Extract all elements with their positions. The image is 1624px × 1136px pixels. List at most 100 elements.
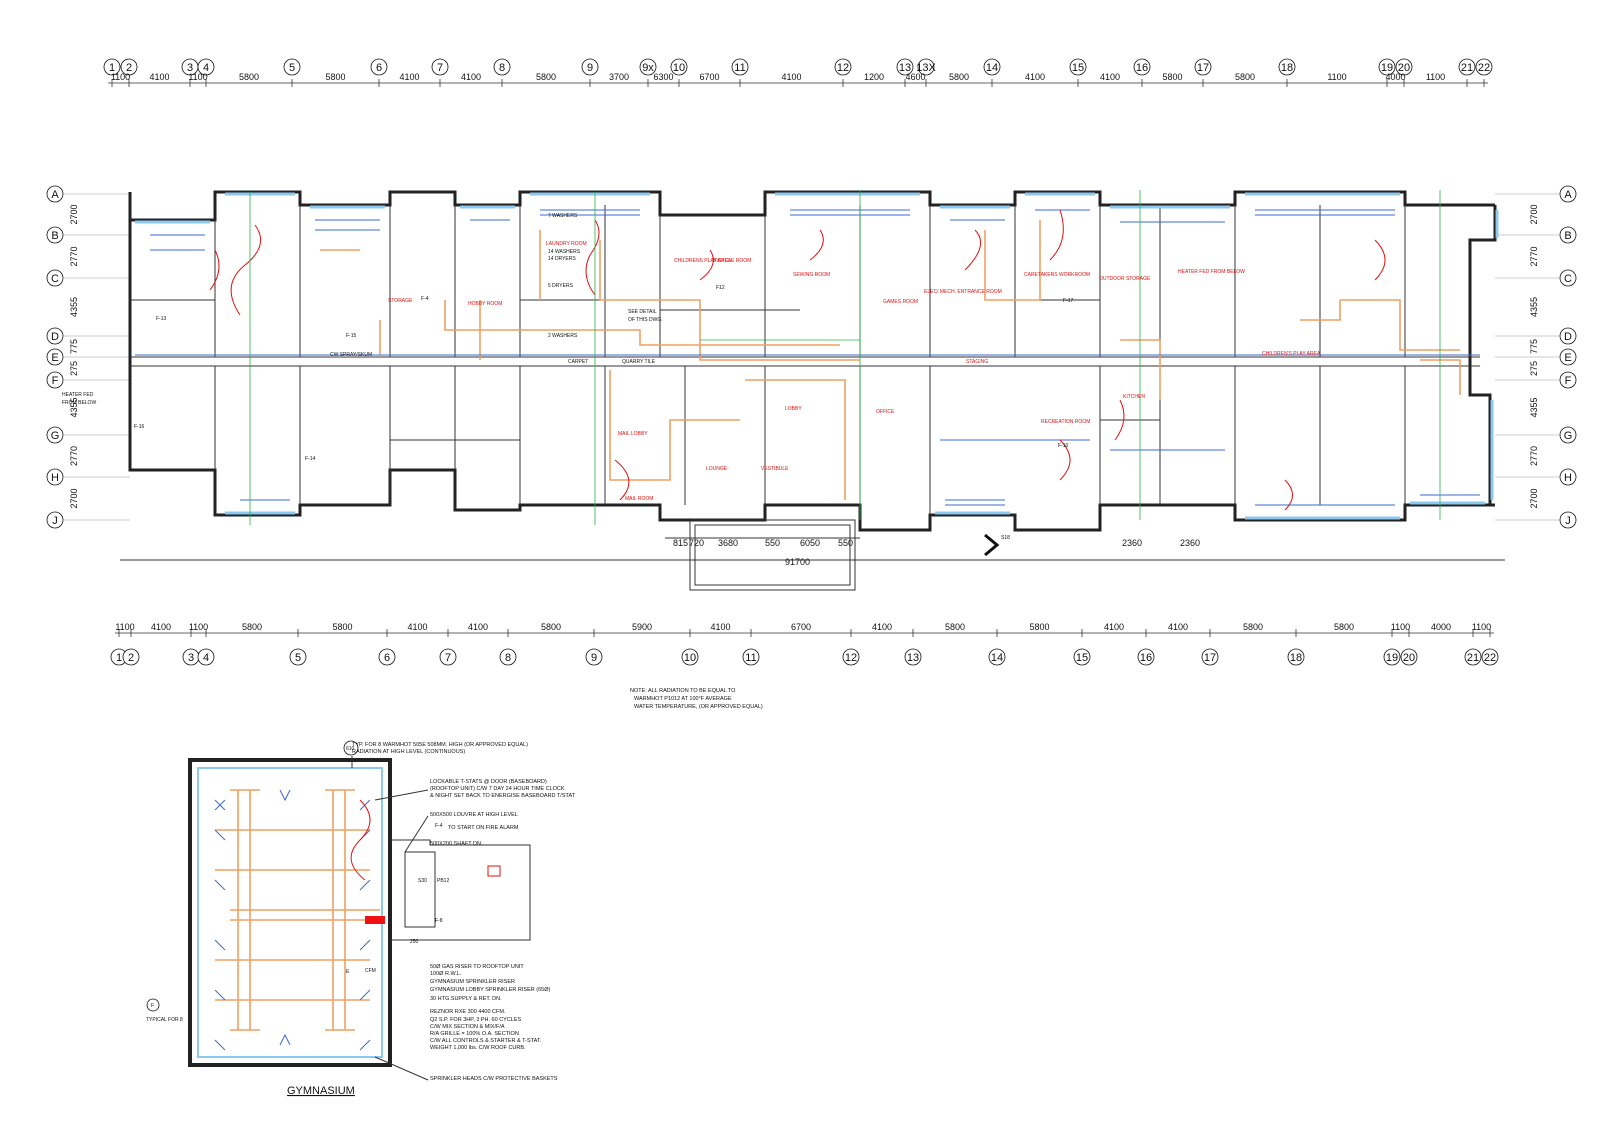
grid-bubble-18	[1287, 648, 1305, 666]
grid-dimension: 4100	[1104, 622, 1124, 632]
row-bubble-G	[1559, 426, 1577, 444]
svg-text:E: E	[346, 969, 350, 975]
grid-bubble-19	[1383, 648, 1401, 666]
grid-dimension: 5800	[945, 622, 965, 632]
svg-text:50Ø GAS RISER TO ROOFTOP UNIT: 50Ø GAS RISER TO ROOFTOP UNIT	[430, 964, 524, 970]
grid-label: 18	[1290, 652, 1302, 664]
grid-label: 15	[1072, 62, 1084, 74]
grid-label: 16	[1140, 652, 1152, 664]
grid-dimension: 1100	[189, 622, 208, 632]
row-dimension: 775	[1529, 339, 1539, 354]
grid-dimension: 4000	[1431, 622, 1451, 632]
grid-dimension: 1100	[115, 622, 134, 632]
room-lounge: LOUNGE	[706, 466, 728, 472]
grid-dimension: 6700	[791, 622, 811, 632]
grid-bubble-10	[670, 58, 688, 76]
grid-label: 19	[1381, 62, 1393, 74]
row-label: J	[1565, 515, 1571, 527]
svg-text:610: 610	[346, 746, 355, 752]
row-bubble-J	[46, 511, 64, 529]
svg-text:500X500 LOUVRE AT HIGH LEVEL: 500X500 LOUVRE AT HIGH LEVEL	[430, 812, 518, 818]
grid-label: 16	[1136, 62, 1148, 74]
grid-bubble-20	[1400, 648, 1418, 666]
rooftop-unit	[365, 916, 385, 924]
grid-dimension: 6300	[653, 72, 673, 82]
grid-label: 10	[684, 652, 696, 664]
grid-label: 1	[109, 62, 115, 74]
grid-dimension: 5800	[1162, 72, 1182, 82]
svg-text:REZNOR RXE 300 4400 CFM.: REZNOR RXE 300 4400 CFM.	[430, 1009, 506, 1015]
heater-fed-label: HEATER FED	[62, 392, 94, 398]
grid-dimension: 5800	[1243, 622, 1263, 632]
grid-label: 3	[187, 62, 193, 74]
svg-text:R/A GRILLE = 100% O.A. SECTION: R/A GRILLE = 100% O.A. SECTION	[430, 1031, 519, 1037]
gymnasium-plan: GYMNASIUM TYPICAL FOR 8 F 610 F-4 F-8 E …	[146, 740, 576, 1097]
svg-text:30 HTG.SUPPLY & RET. DN.: 30 HTG.SUPPLY & RET. DN.	[430, 996, 502, 1002]
grid-bubble-4	[197, 648, 215, 666]
svg-text:WATER TEMPERATURE, (OR APPROVE: WATER TEMPERATURE, (OR APPROVED EQUAL)	[634, 704, 763, 710]
grid-label: 12	[845, 652, 857, 664]
grid-label: 2	[126, 62, 132, 74]
grid-label: 18	[1281, 62, 1293, 74]
dim-2360b: 2360	[1180, 538, 1200, 548]
svg-text:TYP. FOR 8 WARMHOT 505E 508MM.: TYP. FOR 8 WARMHOT 505E 508MM. HIGH (OR …	[352, 742, 528, 748]
grid-dimension: 5800	[541, 622, 561, 632]
row-dimension: 4355	[1529, 397, 1539, 417]
grid-bubble-2	[120, 58, 138, 76]
grid-dimension: 1100	[1426, 72, 1445, 82]
grid-label: 22	[1478, 62, 1490, 74]
gym-typical: TYPICAL FOR 8	[146, 1017, 183, 1023]
grid-bubble-10	[681, 648, 699, 666]
grid-label: 14	[991, 652, 1003, 664]
room-mail: MAIL ROOM	[625, 496, 653, 502]
grid-dimension: 1100	[1391, 622, 1410, 632]
dim-91700: 91700	[785, 557, 810, 567]
room-staging: STAGING	[966, 359, 988, 365]
row-dimension: 2700	[69, 204, 79, 224]
row-label: F	[1565, 375, 1572, 387]
row-dimension: 4355	[69, 397, 79, 417]
grid-label: 6	[384, 652, 390, 664]
grid-bubble-15	[1073, 648, 1091, 666]
svg-text:PB12: PB12	[437, 878, 449, 884]
dim-720: 720	[689, 538, 704, 548]
row-dimension: 2700	[69, 488, 79, 508]
grid-dimension: 5800	[332, 622, 352, 632]
dim-3680: 3680	[718, 538, 738, 548]
washers-14: 14 WASHERS	[548, 249, 581, 255]
svg-text:F-8: F-8	[435, 918, 443, 924]
dim-6050: 6050	[800, 538, 820, 548]
row-bubble-D	[1559, 327, 1577, 345]
row-label: J	[52, 515, 58, 527]
svg-text:GYMNASIUM SPRINKLER RISER: GYMNASIUM SPRINKLER RISER	[430, 979, 515, 985]
grid-bubble-8	[493, 58, 511, 76]
grid-dimension: 4100	[781, 72, 801, 82]
svg-text:500X200 SHAFT DN.: 500X200 SHAFT DN.	[430, 841, 483, 847]
svg-text:SPRINKLER HEADS C/W PROTECTIVE: SPRINKLER HEADS C/W PROTECTIVE BASKETS	[430, 1076, 558, 1082]
gym-title: GYMNASIUM	[287, 1085, 355, 1097]
row-label: G	[51, 430, 60, 442]
row-label: G	[1564, 430, 1573, 442]
row-bubble-C	[1559, 269, 1577, 287]
grid-label: 12	[837, 62, 849, 74]
row-bubble-B	[1559, 226, 1577, 244]
grid-label: 5	[289, 62, 295, 74]
row-dimension: 4355	[1529, 297, 1539, 317]
grid-dimension: 4100	[872, 622, 892, 632]
grid-bubble-21	[1458, 58, 1476, 76]
row-label: E	[1564, 352, 1571, 364]
room-bicycle: BICYCLE ROOM	[713, 258, 751, 264]
svg-text:C/W ALL CONTROLS & STARTER & T: C/W ALL CONTROLS & STARTER & T-STAT.	[430, 1038, 542, 1044]
grid-bubble-7	[431, 58, 449, 76]
row-bubble-J	[1559, 511, 1577, 529]
row-dimension: 2700	[1529, 204, 1539, 224]
row-label: B	[51, 230, 58, 242]
dim-550a: 550	[765, 538, 780, 548]
plan-annotations: HEATER FED FROM BELOW SEE DETAIL OF THIS…	[62, 213, 1505, 567]
room-childrens-play: CHILDRENS PLAY AREA	[674, 258, 732, 264]
dim-2360a: 2360	[1122, 538, 1142, 548]
grid-dimension: 4100	[710, 622, 730, 632]
grid-label: 9	[587, 62, 593, 74]
grid-dimension: 4100	[468, 622, 488, 632]
